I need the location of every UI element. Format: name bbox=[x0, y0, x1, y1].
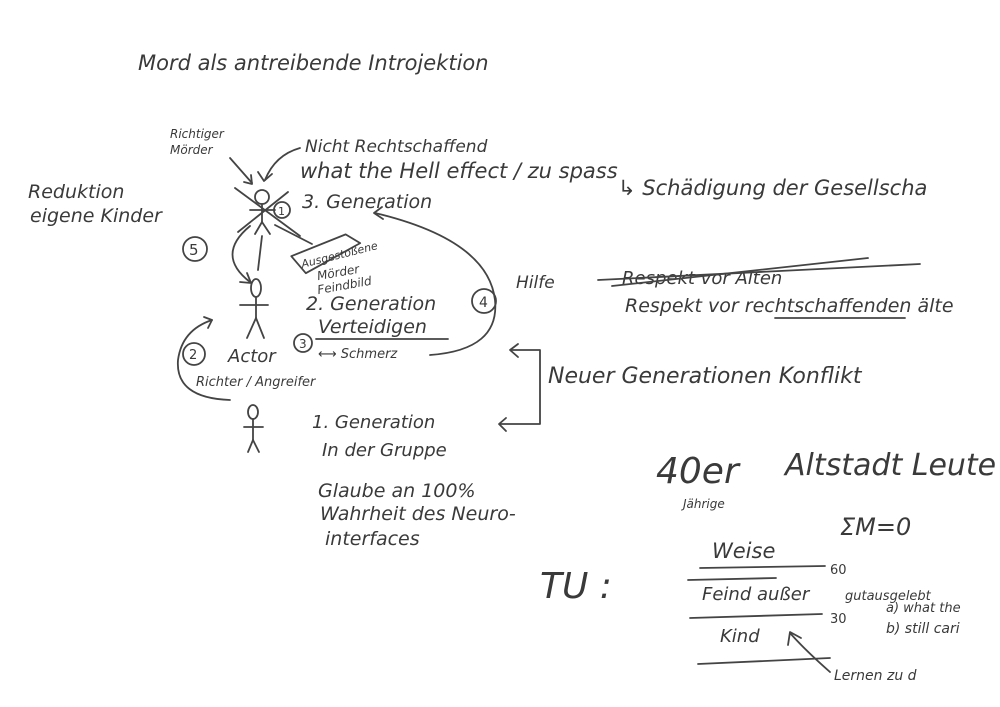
bracket-konflikt bbox=[499, 349, 541, 425]
label-schaedigung: ↳ Schädigung der Gesellscha bbox=[618, 176, 927, 200]
label-sum: ΣM=0 bbox=[840, 513, 911, 541]
arrow-4 bbox=[374, 212, 497, 356]
strike-1 bbox=[597, 263, 921, 281]
label-eigene-kinder: eigene Kinder bbox=[30, 205, 163, 227]
label-in-der-gruppe: In der Gruppe bbox=[322, 440, 447, 461]
label-richtiger: Richtiger bbox=[170, 127, 225, 141]
circle-1 bbox=[273, 201, 291, 219]
arrow-richtiger bbox=[229, 157, 253, 184]
circle-5 bbox=[182, 236, 208, 262]
label-60: 60 bbox=[830, 563, 847, 578]
label-tu: TU : bbox=[540, 566, 612, 607]
arrow-lernen bbox=[789, 632, 831, 673]
label-moerder: Mörder bbox=[170, 143, 214, 157]
label-richter: Richter / Angreifer bbox=[196, 375, 317, 390]
label-schmerz: ⟷ Schmerz bbox=[318, 347, 398, 362]
arrowhead-4 bbox=[373, 206, 384, 220]
circle-2-label: 2 bbox=[189, 348, 197, 363]
figure-third-generation bbox=[234, 187, 301, 237]
label-feind: Feind außer bbox=[702, 584, 811, 605]
label-glaube-3: interfaces bbox=[325, 528, 420, 550]
circle-5-label: 5 bbox=[189, 241, 199, 259]
arrow-5 bbox=[231, 225, 251, 283]
label-a-what: a) what the bbox=[886, 601, 961, 616]
arrowhead-2 bbox=[203, 316, 213, 329]
label-jaehrige: Jährige bbox=[681, 497, 725, 511]
circle-4-label: 4 bbox=[479, 295, 488, 311]
label-lernen: Lernen zu d bbox=[834, 668, 917, 684]
label-glaube-2: Wahrheit des Neuro- bbox=[320, 503, 516, 525]
arrowhead-lernen bbox=[787, 631, 802, 646]
bracket-arrow-top bbox=[509, 343, 519, 358]
figure-first-generation bbox=[243, 404, 264, 453]
label-kind: Kind bbox=[720, 626, 760, 647]
label-b-still: b) still cari bbox=[886, 621, 960, 637]
arrow-nicht bbox=[264, 147, 301, 181]
figure-second-generation bbox=[239, 278, 269, 339]
arrow-down-top bbox=[257, 235, 263, 271]
label-glaube-1: Glaube an 100% bbox=[318, 480, 476, 502]
label-gen3: 3. Generation bbox=[302, 191, 432, 213]
label-gen1: 1. Generation bbox=[312, 412, 435, 433]
label-hilfe: Hilfe bbox=[516, 273, 555, 293]
circle-1-label: 1 bbox=[278, 205, 285, 218]
title: Mord als antreibende Introjektion bbox=[138, 51, 489, 75]
label-altstadt: Altstadt Leute bbox=[783, 448, 996, 483]
arrowhead-richtiger bbox=[243, 174, 253, 185]
label-30: 30 bbox=[830, 612, 847, 627]
circle-3 bbox=[293, 333, 313, 353]
bracket-arrow-bottom bbox=[498, 417, 507, 432]
circle-4 bbox=[471, 288, 497, 314]
circle-3-label: 3 bbox=[299, 337, 307, 351]
label-verteidigen: Verteidigen bbox=[318, 316, 427, 338]
label-neuer-konflikt: Neuer Generationen Konflikt bbox=[548, 364, 863, 389]
label-ausgestossen: gutausgelebt bbox=[845, 589, 932, 604]
arrow-to-box bbox=[274, 224, 313, 245]
line-60 bbox=[699, 565, 826, 569]
label-what-the-effect: what the Hell effect / zu spass bbox=[300, 159, 618, 183]
line-30 bbox=[689, 613, 823, 619]
label-gen2: 2. Generation bbox=[306, 293, 436, 315]
label-nicht-rechtschaffend: Nicht Rechtschaffend bbox=[305, 137, 488, 157]
arrowhead-nicht bbox=[257, 171, 273, 182]
line-feind-top bbox=[687, 577, 777, 581]
label-respekt: Respekt vor rechtschaffenden älte bbox=[625, 295, 954, 317]
label-40er: 40er bbox=[656, 451, 741, 492]
circle-2 bbox=[182, 342, 206, 366]
label-reduktion: Reduktion bbox=[28, 181, 124, 203]
strike-2 bbox=[611, 257, 869, 287]
label-weise: Weise bbox=[712, 539, 775, 563]
line-kind bbox=[697, 657, 831, 665]
label-actor: Actor bbox=[227, 346, 277, 367]
arrow-2 bbox=[177, 319, 231, 401]
